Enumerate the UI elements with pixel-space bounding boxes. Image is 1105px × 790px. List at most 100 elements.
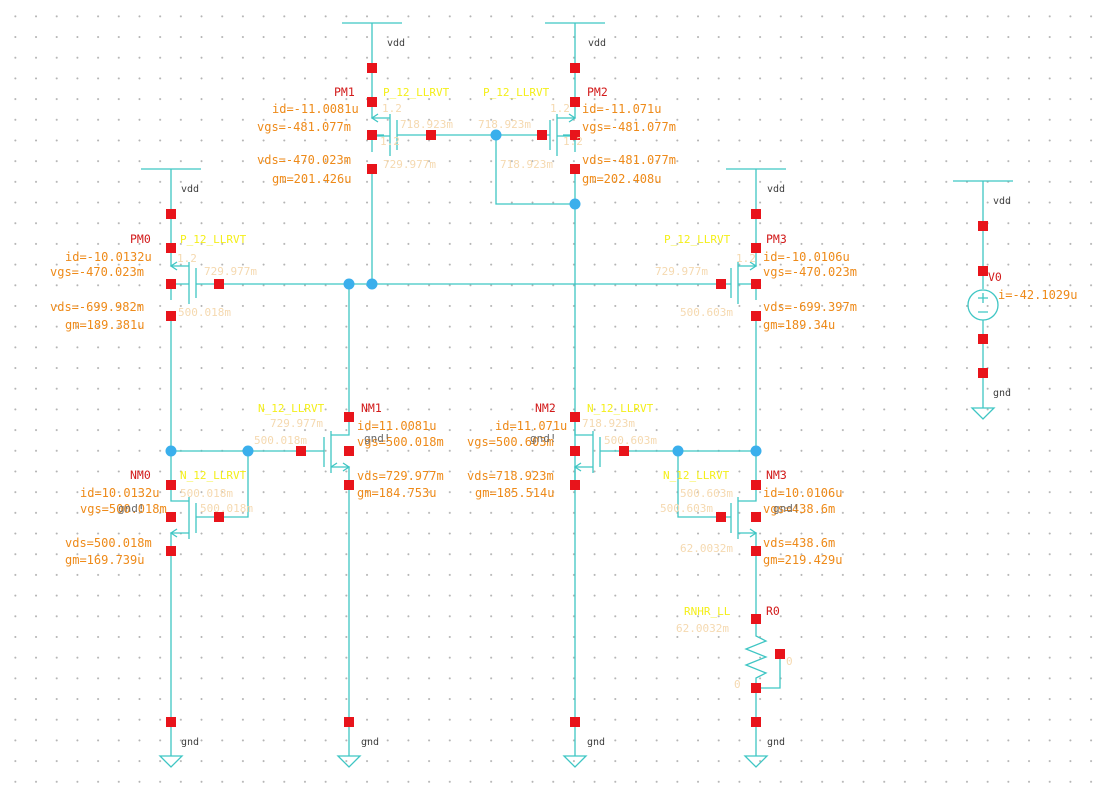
model-name-nm0: N_12_LLRVT [180, 469, 247, 482]
net-label-gnd: gnd [587, 737, 605, 748]
op-id-nm3: id=10.0106u [763, 486, 842, 500]
transistor-nm0[interactable] [169, 485, 219, 551]
op-gm-nm3: gm=219.429u [763, 553, 842, 567]
instance-name-nm0: NM0 [130, 468, 151, 482]
param-r0-t1: 0 [786, 655, 793, 668]
model-name-pm0: P_12_LLRVT [180, 233, 247, 246]
pm2-annotations: P_12_LLRVT PM2 id=-11.071u vgs=-481.077m… [478, 85, 676, 186]
param-nm2-p1: 718.923m [582, 417, 635, 430]
op-vds-nm2: vds=718.923m [467, 469, 554, 483]
net-label-gnd: gnd [361, 737, 379, 748]
nm0-annotations: NM0 N_12_LLRVT id=10.0132u vgs=500.018m … [65, 468, 253, 567]
op-gm-pm1: gm=201.426u [272, 172, 351, 186]
param-pm1-n1: 1.2 [382, 102, 402, 115]
pins[interactable] [166, 63, 988, 727]
op-vds-nm1: vds=729.977m [357, 469, 444, 483]
op-gm-pm2: gm=202.408u [582, 172, 661, 186]
op-id-pm1: id=-11.0081u [272, 102, 359, 116]
resistor-r0[interactable] [744, 619, 768, 688]
param-pm3-p1: 729.977m [655, 265, 708, 278]
op-id-nm1: id=11.0081u [357, 419, 436, 433]
op-gm-nm1: gm=184.753u [357, 486, 436, 500]
op-vgs-nm2: vgs=500.603m [467, 435, 554, 449]
net-label-vdd: vdd [387, 38, 405, 49]
param-pm2-p1: 718.923m [478, 118, 531, 131]
model-name-nm3: N_12_LLRVT [663, 469, 730, 482]
transistor-nm2[interactable] [573, 417, 624, 485]
net-label-gnd: gnd [767, 737, 785, 748]
param-pm1-n2: 1.2 [380, 135, 400, 148]
op-vgs-pm1: vgs=-481.077m [257, 120, 351, 134]
instance-name-pm2: PM2 [587, 85, 608, 99]
param-nm3-p3: 62.0032m [680, 542, 733, 555]
param-pm3-n1: 1.2 [736, 252, 756, 265]
param-nm2-p2: 500.603m [604, 434, 657, 447]
op-vgs-pm2: vgs=-481.077m [582, 120, 676, 134]
op-current-v0: i=-42.1029u [998, 288, 1077, 302]
net-label-vdd: vdd [588, 38, 606, 49]
op-gm-pm3: gm=189.34u [763, 318, 835, 332]
op-id-nm2: id=11.071u [495, 419, 567, 433]
net-label-vdd: vdd [181, 184, 199, 195]
voltage-source-v0[interactable] [967, 289, 999, 321]
param-nm0-p2: 500.018m [200, 502, 253, 515]
param-r0-t2: 0 [734, 678, 741, 691]
model-name-pm1: P_12_LLRVT [383, 86, 450, 99]
op-vds-nm0: vds=500.018m [65, 536, 152, 550]
op-id-pm3: id=-10.0106u [763, 250, 850, 264]
instance-name-nm2: NM2 [535, 401, 556, 415]
pm0-annotations: PM0 P_12_LLRVT id=-10.0132u vgs=-470.023… [50, 232, 257, 332]
r0-annotations: RNHR_LL R0 62.0032m 0 0 [676, 604, 793, 691]
bulk-label-nm3: gnd! [773, 502, 800, 515]
op-vgs-nm3: vgs=438.6m [763, 502, 835, 516]
net-label-vdd: vdd [767, 184, 785, 195]
instance-name-pm3: PM3 [766, 232, 787, 246]
nm1-annotations: N_12_LLRVT NM1 id=11.0081u vgs=500.018m … [254, 401, 444, 500]
bulk-label-nm0: gnd! [118, 502, 145, 515]
transistor-nm1[interactable] [301, 417, 351, 485]
instance-name-r0: R0 [766, 604, 780, 618]
pm1-annotations: PM1 P_12_LLRVT id=-11.0081u vgs=-481.077… [257, 85, 453, 186]
param-r0-p1: 62.0032m [676, 622, 729, 635]
param-pm2-n1: 1.2 [550, 102, 570, 115]
net-label-gnd: gnd [993, 388, 1011, 399]
instance-name-nm3: NM3 [766, 468, 787, 482]
ground-symbols [158, 407, 996, 768]
op-id-nm0: id=10.0132u [80, 486, 159, 500]
op-vds-pm3: vds=-699.397m [763, 300, 857, 314]
bulk-label-nm2: gnd! [530, 432, 557, 445]
model-name-nm2: N_12_LLRVT [587, 402, 654, 415]
op-vgs-pm0: vgs=-470.023m [50, 265, 144, 279]
param-nm3-p2: 500.603m [660, 502, 713, 515]
transistor-nm3[interactable] [721, 485, 758, 551]
instance-name-pm0: PM0 [130, 232, 151, 246]
op-gm-pm0: gm=189.381u [65, 318, 144, 332]
op-vds-pm2: vds=-481.077m [582, 153, 676, 167]
param-pm0-p2: 500.018m [178, 306, 231, 319]
instance-name-pm1: PM1 [334, 85, 355, 99]
param-pm2-p2: 718.923m [500, 158, 553, 171]
v0-annotations: V0 i=-42.1029u [988, 270, 1077, 302]
op-vds-pm0: vds=-699.982m [50, 300, 144, 314]
op-id-pm2: id=-11.071u [582, 102, 661, 116]
op-vgs-pm3: vgs=-470.023m [763, 265, 857, 279]
wires [141, 22, 1013, 756]
net-label-gnd: gnd [181, 737, 199, 748]
model-name-r0: RNHR_LL [684, 605, 731, 618]
op-gm-nm0: gm=169.739u [65, 553, 144, 567]
param-nm1-p1: 729.977m [270, 417, 323, 430]
op-id-pm0: id=-10.0132u [65, 250, 152, 264]
op-vds-nm3: vds=438.6m [763, 536, 835, 550]
param-pm1-p2: 729.977m [383, 158, 436, 171]
model-name-nm1: N_12_LLRVT [258, 402, 325, 415]
param-nm3-p1: 500.603m [680, 487, 733, 500]
model-name-pm2: P_12_LLRVT [483, 86, 550, 99]
op-vgs-nm1: vgs=500.018m [357, 435, 444, 449]
param-pm1-p1: 718.923m [400, 118, 453, 131]
param-pm2-n2: 1.2 [563, 135, 583, 148]
junction-dots [165, 129, 762, 457]
nm2-annotations: NM2 N_12_LLRVT id=11.071u vgs=500.603m v… [467, 401, 657, 500]
param-pm0-p1: 729.977m [204, 265, 257, 278]
